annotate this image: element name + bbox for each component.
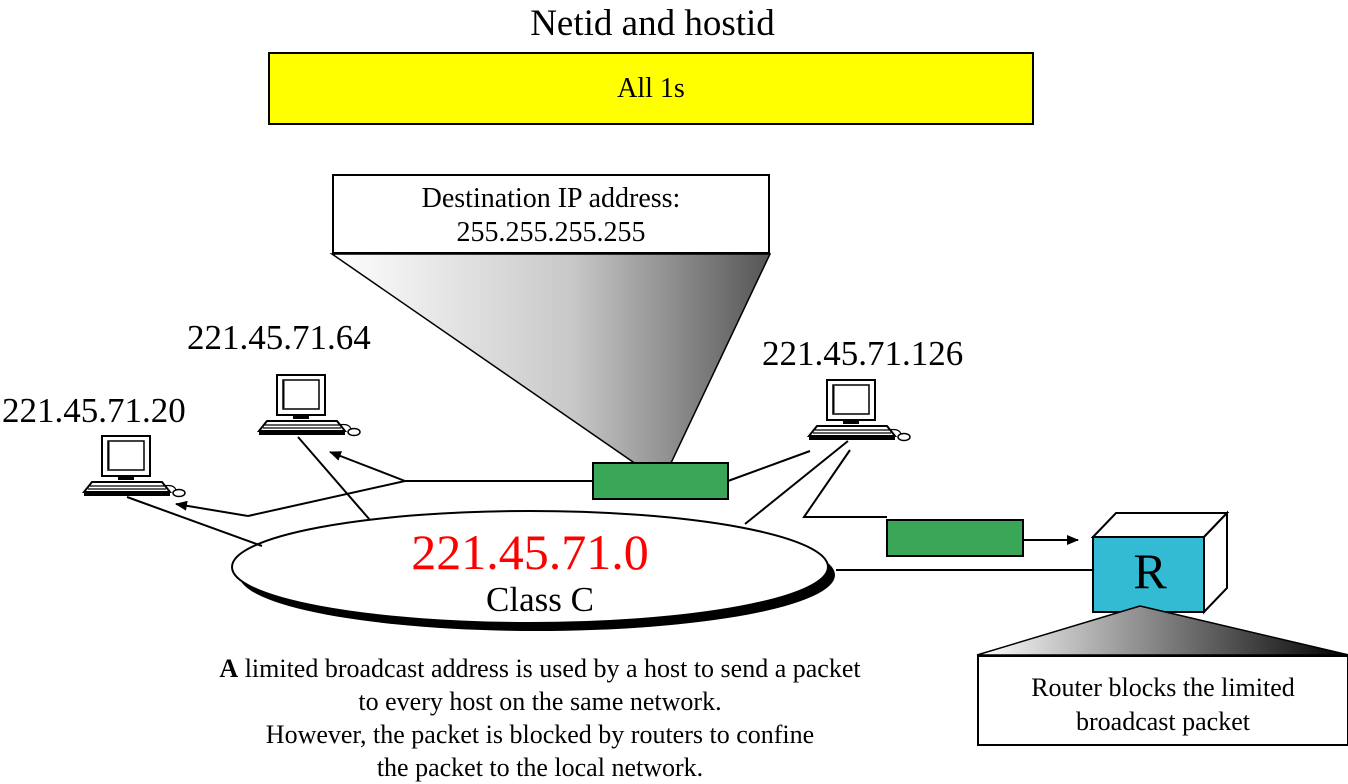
network-links	[126, 436, 1093, 571]
router-note-line2: broadcast packet	[1076, 707, 1250, 736]
description-line4: the packet to the local network.	[376, 753, 704, 782]
description-line3: However, the packet is blocked by router…	[265, 720, 815, 749]
router-callout-beam	[976, 605, 1348, 656]
network-ellipse	[231, 510, 829, 624]
host-label-20: 221.45.71.20	[2, 391, 186, 430]
destination-callout: Destination IP address: 255.255.255.255	[332, 174, 770, 254]
arrow-to-host-64	[329, 451, 406, 482]
router-label: R	[1133, 543, 1167, 599]
router-cube	[1090, 510, 1230, 615]
host-20-computer-icon	[83, 435, 186, 498]
description-lead: A	[219, 654, 239, 683]
host-label-126: 221.45.71.126	[762, 334, 964, 373]
network-address: 221.45.71.0	[411, 524, 649, 580]
host-label-64: 221.45.71.64	[187, 318, 371, 357]
host-126-computer-icon	[808, 379, 911, 442]
all-ones-box: All 1s	[268, 52, 1034, 125]
description-line2: to every host on the same network.	[358, 687, 722, 716]
description-line1: A limited broadcast address is used by a…	[150, 652, 930, 685]
packet-to-router	[886, 519, 1024, 557]
broadcast-beam	[329, 253, 772, 484]
callout-line1: Destination IP address:	[421, 183, 681, 214]
callout-line2: 255.255.255.255	[456, 217, 646, 248]
arrow-to-host-20	[175, 500, 249, 517]
all-ones-label: All 1s	[617, 72, 685, 104]
packet-center	[592, 462, 729, 500]
router-note: Router blocks the limited broadcast pack…	[977, 655, 1348, 746]
router-note-line1: Router blocks the limited	[1031, 673, 1295, 702]
host-64-computer-icon	[258, 374, 361, 437]
network-class: Class C	[486, 580, 594, 619]
diagram-title: Netid and hostid	[530, 3, 775, 44]
description: A limited broadcast address is used by a…	[150, 652, 930, 784]
description-line1-rest: limited broadcast address is used by a h…	[238, 654, 861, 683]
